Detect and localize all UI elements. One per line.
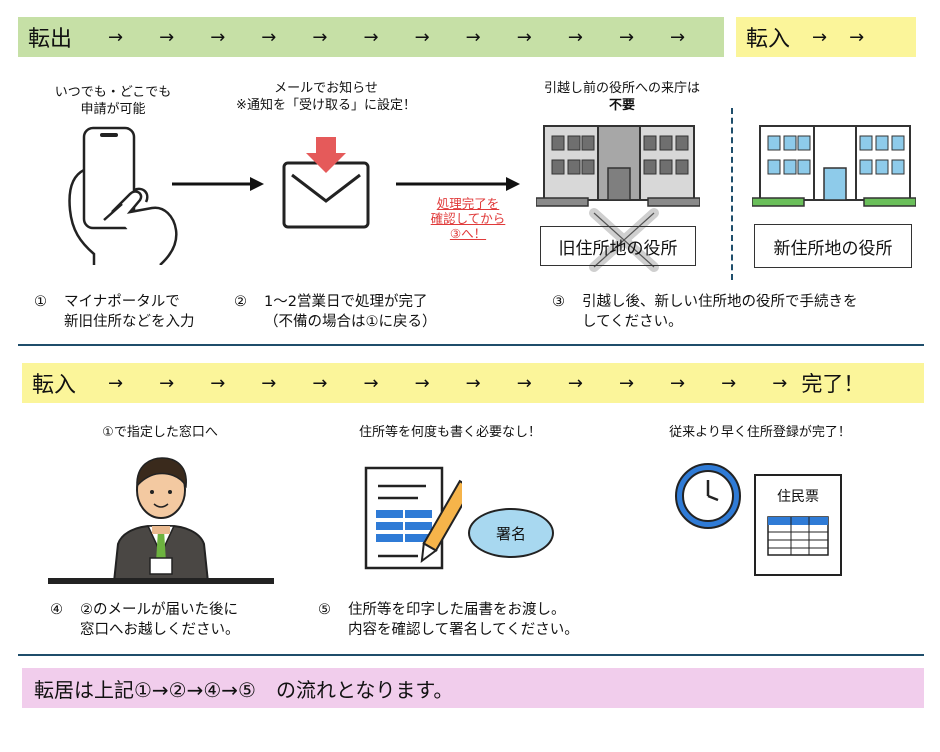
arrow-icon: → [159,372,175,394]
old-office-label: 旧住所地の役所 [540,226,696,266]
done-title: 完了！ [801,372,865,396]
caption-visit: 引越し前の役所への来庁は 不要 [543,81,700,113]
arrow-icon: → [516,372,532,394]
arrow-icon: → [312,26,328,48]
arrow-icon: → [465,26,481,48]
caption-fast: 従来より早く住所登録が完了！ [669,425,851,440]
form-and-pen-icon [364,466,462,570]
no-visit-cross-icon [589,208,659,272]
arrow-icon: → [812,26,828,48]
caption-mail: メールでお知らせ ※通知を「受け取る」に設定！ [236,81,416,113]
caption-address: 住所等を何度も書く必要なし！ [358,425,541,440]
arrow-icon: → [108,372,124,394]
process-arrow-icon [172,177,264,191]
arrow-icon: → [414,372,430,394]
arrow-icon: → [312,372,328,394]
new-office-building-icon [752,125,916,207]
arrow-icon: → [210,26,226,48]
transfer-in-title: 転入 [32,373,77,398]
arrow-icon: → [618,26,635,48]
clock-icon [675,463,741,529]
arrow-icon: → [567,372,583,394]
arrow-icon: → [210,372,226,394]
process-arrow-icon [396,177,520,191]
transfer-out-title: 転出 [28,27,73,52]
arrow-icon: → [721,372,737,394]
mail-envelope-icon [282,137,370,229]
flow-arrows: → → → → → → → → → → → → [108,27,685,48]
flow-arrows: → → → → → → → → → → → → → → [108,373,787,394]
caption-window: ①で指定した窓口へ [102,425,218,440]
arrow-icon: → [363,372,379,394]
arrow-icon: → [618,372,635,394]
confirm-before-step3-note: 処理完了を 確認してから ③へ！ [430,196,506,241]
resident-certificate-label: 住民票 [777,489,819,505]
arrow-icon: → [567,26,583,48]
summary-bar: 転居は上記①→②→④→⑤ の流れとなります。 [22,668,924,708]
transfer-in-title-top: 転入 [746,27,791,52]
arrow-icon: → [414,26,430,48]
arrow-icon: → [465,372,481,394]
flow-arrows: → → [812,27,864,48]
arrow-icon: → [261,26,277,48]
section-divider [18,654,924,656]
arrow-icon: → [363,26,379,48]
new-office-label: 新住所地の役所 [754,224,912,268]
signature-bubble: 署名 [468,508,554,558]
dashed-separator [731,108,733,280]
clerk-at-counter-icon [48,457,274,584]
arrow-icon: → [849,26,865,48]
arrow-icon: → [670,372,686,394]
transfer-in-bar: 転入 → → → → → → → → → → → → → → 完了！ [22,363,924,403]
resident-certificate-document: 住民票 [754,474,842,576]
transfer-out-bar: 転出 → → → → → → → → → → → → [18,17,724,57]
arrow-icon: → [261,372,277,394]
old-office-building-icon [536,125,700,207]
section-divider [18,344,924,346]
signature-label: 署名 [495,524,526,543]
smartphone-hand-icon [68,126,178,265]
transfer-in-bar-top: 転入 → → [736,17,916,57]
arrow-icon: → [108,26,124,48]
arrow-icon: → [670,26,686,48]
summary-text: 転居は上記①→②→④→⑤ の流れとなります。 [34,677,454,702]
table-icon [767,516,829,556]
arrow-icon: → [516,26,532,48]
arrow-icon: → [772,372,788,394]
caption-anytime: いつでも・どこでも 申請が可能 [54,85,172,117]
arrow-icon: → [159,26,175,48]
